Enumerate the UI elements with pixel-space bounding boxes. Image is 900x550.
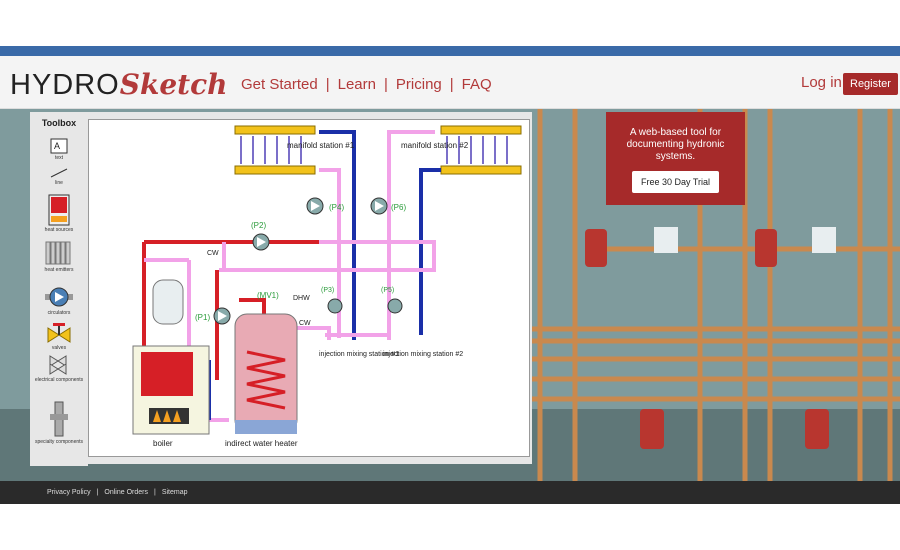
- nav-learn[interactable]: Learn: [337, 76, 376, 93]
- circulator-p6[interactable]: [370, 197, 388, 215]
- label-cw-1: CW: [207, 250, 219, 257]
- label-p1: (P1): [195, 313, 210, 322]
- footer-separator: |: [96, 489, 99, 496]
- circulator-p3[interactable]: [327, 298, 343, 314]
- tool-label: text: [54, 155, 64, 161]
- promo-box: A web-based tool for documenting hydroni…: [606, 112, 745, 205]
- drawing-canvas[interactable]: manifold station #1 manifold station #2 …: [88, 119, 530, 457]
- text-tool-icon: A: [50, 138, 68, 154]
- tool-text[interactable]: A text: [30, 138, 88, 161]
- footer-online-orders[interactable]: Online Orders: [104, 489, 148, 496]
- line-tool-icon: [50, 168, 68, 178]
- expansion-tank[interactable]: [152, 279, 184, 325]
- valve-icon: [47, 323, 71, 343]
- nav-separator: |: [325, 76, 330, 93]
- site-header: HYDRO Sketch Get Started | Learn | Prici…: [0, 56, 900, 109]
- circulator-icon: [45, 287, 73, 307]
- tool-specialty-components[interactable]: specialty components: [30, 400, 88, 445]
- nav-pricing[interactable]: Pricing: [395, 76, 442, 93]
- logo-hydro-text: HYDRO: [10, 69, 120, 101]
- label-cw-2: CW: [299, 320, 311, 327]
- svg-text:A: A: [54, 141, 60, 151]
- manifold-2[interactable]: [440, 125, 522, 175]
- radiator-icon: [45, 241, 71, 265]
- login-link[interactable]: Log in: [801, 74, 842, 91]
- hydronic-diagram: manifold station #1 manifold station #2 …: [132, 125, 522, 448]
- logo-sketch-text: Sketch: [119, 68, 228, 101]
- register-button[interactable]: Register: [843, 73, 898, 95]
- free-trial-button[interactable]: Free 30 Day Trial: [631, 171, 720, 193]
- label-mv1: (MV1): [257, 291, 279, 300]
- heat-source-icon: [48, 194, 70, 226]
- tool-heat-sources[interactable]: heat sources: [30, 194, 88, 233]
- footer-links: Privacy Policy | Online Orders | Sitemap: [47, 489, 188, 496]
- toolbox-panel: Toolbox A text line heat sources heat: [30, 112, 88, 466]
- manifold-1[interactable]: [234, 125, 316, 175]
- tool-label: circulators: [47, 310, 71, 316]
- label-p3: (P3): [321, 287, 334, 294]
- promo-text: A web-based tool for documenting hydroni…: [626, 127, 725, 162]
- circulator-p5[interactable]: [387, 298, 403, 314]
- circulator-p1[interactable]: [213, 307, 231, 325]
- nav-separator: |: [384, 76, 388, 93]
- label-boiler: boiler: [153, 439, 173, 448]
- nav-separator: |: [449, 76, 454, 93]
- site-footer: Privacy Policy | Online Orders | Sitemap: [0, 481, 900, 504]
- label-indirect-water-heater: indirect water heater: [225, 439, 298, 448]
- label-p4: (P4): [329, 203, 344, 212]
- circulator-p4[interactable]: [306, 197, 324, 215]
- label-manifold-1: manifold station #1: [287, 141, 355, 150]
- label-injection-mixing-2: injection mixing station #2: [383, 351, 463, 358]
- tool-circulators[interactable]: circulators: [30, 285, 88, 316]
- indirect-water-heater[interactable]: [234, 313, 298, 434]
- tool-label: heat sources: [44, 227, 74, 233]
- label-manifold-2: manifold station #2: [401, 141, 469, 150]
- electrical-component-icon: [49, 355, 67, 375]
- nav-faq[interactable]: FAQ: [461, 76, 492, 93]
- nav-get-started[interactable]: Get Started: [241, 76, 318, 93]
- site-logo[interactable]: HYDRO Sketch: [10, 68, 228, 101]
- tool-label: specialty components: [34, 439, 84, 445]
- tool-valves[interactable]: valves: [30, 322, 88, 351]
- tool-label: electrical components: [34, 377, 84, 383]
- pipe-network: [142, 130, 441, 422]
- toolbox-title: Toolbox: [41, 118, 77, 128]
- tool-electrical-components[interactable]: electrical components: [30, 352, 88, 383]
- boiler[interactable]: [132, 345, 210, 435]
- footer-privacy-policy[interactable]: Privacy Policy: [47, 489, 91, 496]
- top-accent-bar: [0, 46, 900, 56]
- label-dhw: DHW: [293, 295, 310, 302]
- label-p2: (P2): [251, 221, 266, 230]
- tool-label: heat emitters: [44, 267, 74, 273]
- footer-sitemap[interactable]: Sitemap: [161, 489, 188, 496]
- tool-label: line: [55, 180, 63, 186]
- circulator-p2[interactable]: [252, 233, 270, 251]
- tool-heat-emitters[interactable]: heat emitters: [30, 240, 88, 273]
- main-nav: Get Started | Learn | Pricing | FAQ: [241, 76, 492, 93]
- specialty-component-icon: [50, 401, 68, 437]
- tool-line[interactable]: line: [30, 167, 88, 186]
- label-injection-mixing-1: injection mixing station #1: [319, 351, 399, 358]
- tool-label: valves: [51, 345, 67, 351]
- label-p6: (P6): [391, 203, 406, 212]
- footer-separator: |: [153, 489, 156, 496]
- label-p5: (P5): [381, 287, 394, 294]
